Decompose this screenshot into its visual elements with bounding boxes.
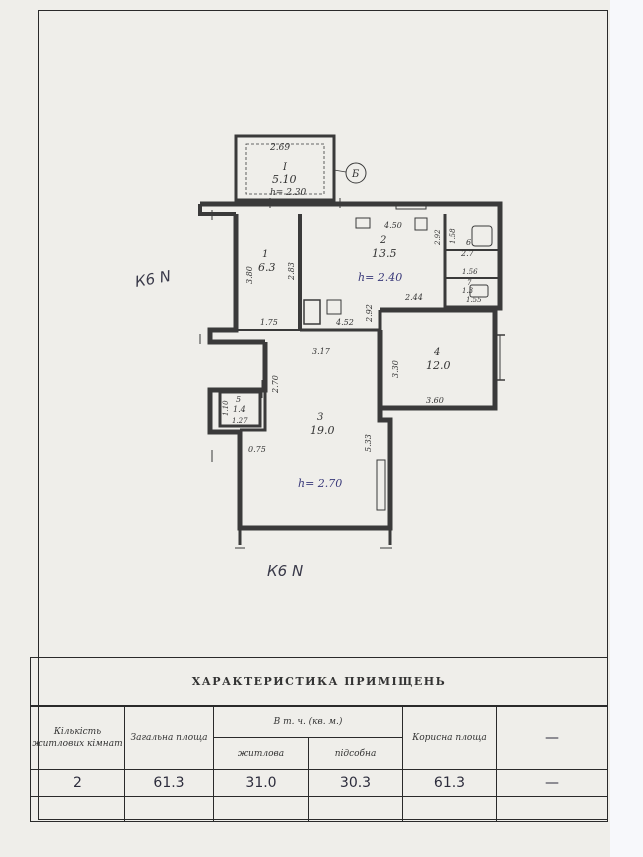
balcony-outline xyxy=(234,134,336,202)
dim-244: 2.44 xyxy=(404,293,423,302)
header-useful-area: Корисна площа xyxy=(402,705,497,770)
room3-number: 3 xyxy=(317,412,323,423)
empty-row-cell xyxy=(124,796,214,822)
wall-left-room1 xyxy=(207,214,265,345)
balcony-inner xyxy=(245,143,325,195)
value-extra: — xyxy=(496,769,608,797)
balcony-number: I xyxy=(282,162,288,173)
header-including: В т. ч. (кв. м.) xyxy=(213,705,403,738)
dim-330: 3.30 xyxy=(391,360,400,378)
dim-533: 5.33 xyxy=(364,434,373,452)
room5-number: 5 xyxy=(236,395,241,404)
toilet-fixture xyxy=(469,284,489,298)
dim-360: 3.60 xyxy=(426,396,444,405)
axis-label-left: К6 N xyxy=(134,267,173,291)
room2-area: 13.5 xyxy=(372,247,397,260)
kitchen-fixture xyxy=(355,217,371,229)
value-living: 31.0 xyxy=(213,769,309,797)
dim-156: 1.56 xyxy=(462,268,478,276)
empty-row-cell xyxy=(496,796,608,822)
header-total-area: Загальна площа xyxy=(124,705,214,770)
table-title: ХАРАКТЕРИСТИКА ПРИМІЩЕНЬ xyxy=(30,657,608,707)
room4-area: 12.0 xyxy=(426,359,451,372)
header-rooms-count: Кількість житлових кімнат xyxy=(30,705,125,770)
empty-row-cell xyxy=(213,796,309,822)
window-kitchen xyxy=(395,202,427,210)
header-extra: — xyxy=(496,705,608,770)
value-total-area: 61.3 xyxy=(124,769,214,797)
dim-158: 1.58 xyxy=(449,228,457,244)
dim-283: 2.83 xyxy=(287,262,296,281)
room6-number: 6 xyxy=(466,238,471,247)
room6-area: 2.7 xyxy=(460,249,475,258)
drawing-frame xyxy=(38,10,608,820)
dim-270: 2.70 xyxy=(271,375,280,394)
header-living: житлова xyxy=(213,737,309,770)
balcony-height: h= 2.30 xyxy=(270,188,307,198)
bath-fixture xyxy=(471,225,493,247)
room4-walls xyxy=(377,307,498,411)
room3-area: 19.0 xyxy=(310,424,335,437)
value-useful-area: 61.3 xyxy=(402,769,497,797)
paper-sheet xyxy=(0,0,610,857)
axis-label-bottom: К6 N xyxy=(267,562,303,580)
dim-292: 2.92 xyxy=(365,304,374,323)
room2-height: h= 2.40 xyxy=(358,271,402,284)
dim-292b: 2.92 xyxy=(434,229,442,246)
wall-top xyxy=(200,201,503,311)
value-rooms-count: 2 xyxy=(30,769,125,797)
room7-number: 7 xyxy=(467,279,472,287)
empty-row-cell xyxy=(308,796,403,822)
room5-walls xyxy=(218,390,262,428)
stove-fixture xyxy=(303,299,321,325)
room1-number: 1 xyxy=(262,249,268,260)
dim-075: 0.75 xyxy=(248,445,266,454)
window-room3 xyxy=(376,459,386,511)
empty-row-cell xyxy=(402,796,497,822)
dim-450: 4.50 xyxy=(383,221,402,230)
dim-175: 1.75 xyxy=(260,318,278,327)
balcony-area: 5.10 xyxy=(272,173,297,186)
background-edge xyxy=(610,0,643,857)
balcony-marker-circle xyxy=(345,162,367,184)
room3-walls xyxy=(207,342,393,531)
dim-452: 4.52 xyxy=(335,318,354,327)
header-auxiliary: підсобна xyxy=(308,737,403,770)
dim-127: 1.27 xyxy=(232,417,248,425)
floor-plan: 2.69 I 5.10 h= 2.30 Б 1 6.3 2 13.5 h= 2.… xyxy=(134,134,505,580)
fridge-fixture xyxy=(414,217,428,231)
room3-height: h= 2.70 xyxy=(298,477,342,490)
room2-number: 2 xyxy=(379,235,386,246)
dim-380: 3.80 xyxy=(245,266,254,284)
dim-317: 3.17 xyxy=(312,347,331,356)
value-auxiliary: 30.3 xyxy=(308,769,403,797)
room5-area: 1.4 xyxy=(233,405,246,414)
balcony-width-label: 2.69 xyxy=(269,143,290,153)
room1-area: 6.3 xyxy=(258,261,276,274)
characteristics-table: ХАРАКТЕРИСТИКА ПРИМІЩЕНЬ Кількість житло… xyxy=(30,657,608,822)
dim-110: 1.10 xyxy=(222,400,230,416)
balcony-marker: Б xyxy=(351,169,360,180)
room7-area: 1.3 xyxy=(462,287,474,295)
dim-155: 1.55 xyxy=(466,296,482,304)
sink-fixture xyxy=(326,299,342,315)
empty-row-cell xyxy=(30,796,125,822)
room4-number: 4 xyxy=(433,347,440,358)
